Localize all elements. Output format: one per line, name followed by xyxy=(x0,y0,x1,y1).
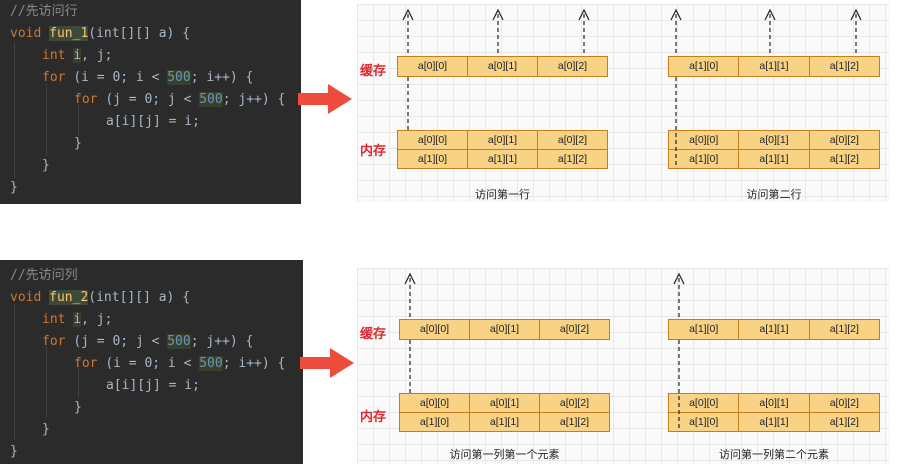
memory-cell: a[0][2] xyxy=(538,131,607,149)
diagram-caption: 访问第一列第二个元素 xyxy=(719,449,829,461)
memory-cell: a[0][2] xyxy=(809,131,879,149)
memory-row: a[1][0] a[1][1] a[1][2] xyxy=(668,412,880,432)
cache-cell: a[0][0] xyxy=(398,57,468,76)
right-arrow-icon xyxy=(300,348,354,378)
diagram-caption: 访问第一行 xyxy=(475,189,530,201)
diagram-caption: 访问第二行 xyxy=(746,189,802,201)
cache-label: 缓存 xyxy=(360,63,387,78)
code-line-decl: int i, j; xyxy=(42,312,113,327)
memory-cell: a[1][1] xyxy=(468,150,538,168)
code-line-inner-for: for (i = 0; i < 500; i++) { xyxy=(74,356,286,371)
cache-cell: a[1][0] xyxy=(669,320,740,339)
arrowhead-icon xyxy=(670,8,682,21)
cache-row: a[0][0] a[0][1] a[0][2] xyxy=(397,56,608,77)
memory-cell: a[1][1] xyxy=(470,413,540,431)
cache-cell: a[0][2] xyxy=(538,57,607,76)
arrowhead-icon xyxy=(402,8,414,21)
memory-cell: a[1][1] xyxy=(739,150,810,168)
cache-cell: a[0][1] xyxy=(468,57,538,76)
memory-cell: a[0][1] xyxy=(739,394,810,412)
arrowhead-icon xyxy=(578,8,590,21)
indent-guide xyxy=(46,346,47,418)
indent-guide xyxy=(14,304,15,440)
cache-cell: a[0][1] xyxy=(470,320,540,339)
code-panel-2: //先访问列 void fun_2(int[][] a) { int i, j;… xyxy=(0,260,303,464)
code-line-signature: void fun_1(int[][] a) { xyxy=(10,26,191,41)
code-line-outer-for: for (j = 0; j < 500; j++) { xyxy=(42,334,254,349)
code-line-body: a[i][j] = i; xyxy=(106,378,200,393)
cache-cell: a[0][2] xyxy=(540,320,609,339)
code-line-comment: //先访问行 xyxy=(10,4,78,19)
memory-cell: a[0][1] xyxy=(739,131,810,149)
code-line-close: } xyxy=(42,158,50,173)
cache-label: 缓存 xyxy=(360,326,387,341)
memory-cell: a[1][0] xyxy=(669,150,740,168)
memory-label: 内存 xyxy=(360,143,387,158)
memory-row: a[0][0] a[0][1] a[0][2] xyxy=(668,393,880,413)
memory-cell: a[1][0] xyxy=(398,150,468,168)
code-line-inner-for: for (j = 0; j < 500; j++) { xyxy=(74,92,286,107)
code-line-decl: int i, j; xyxy=(42,48,113,63)
memory-cell: a[0][1] xyxy=(470,394,540,412)
memory-cell: a[0][0] xyxy=(398,131,468,149)
code-line-body: a[i][j] = i; xyxy=(106,114,200,129)
memory-cell: a[0][0] xyxy=(669,394,740,412)
memory-row: a[1][0] a[1][1] a[1][2] xyxy=(397,149,608,169)
memory-cell: a[0][1] xyxy=(468,131,538,149)
indent-guide xyxy=(78,104,79,136)
arrowhead-icon xyxy=(850,8,862,21)
right-arrow-icon xyxy=(298,84,352,114)
cache-cell: a[1][2] xyxy=(809,57,879,76)
cache-cell: a[0][0] xyxy=(400,320,470,339)
arrowhead-icon xyxy=(673,272,685,285)
cache-cell: a[1][1] xyxy=(739,57,810,76)
code-panel-1: //先访问行 void fun_1(int[][] a) { int i, j;… xyxy=(0,0,301,204)
cache-row: a[1][0] a[1][1] a[1][2] xyxy=(668,319,880,340)
memory-row: a[0][0] a[0][1] a[0][2] xyxy=(397,130,608,150)
memory-row: a[0][0] a[0][1] a[0][2] xyxy=(668,130,880,150)
indent-guide xyxy=(14,42,15,178)
memory-cell: a[0][2] xyxy=(809,394,879,412)
cache-cell: a[1][1] xyxy=(739,320,810,339)
memory-row: a[1][0] a[1][1] a[1][2] xyxy=(668,149,880,169)
memory-cell: a[1][2] xyxy=(538,150,607,168)
code-line-close: } xyxy=(74,400,82,415)
memory-cell: a[1][1] xyxy=(739,413,810,431)
arrowhead-icon xyxy=(764,8,776,21)
code-line-close: } xyxy=(42,422,50,437)
memory-cell: a[1][0] xyxy=(400,413,470,431)
memory-cell: a[1][2] xyxy=(809,413,879,431)
memory-cell: a[1][2] xyxy=(540,413,609,431)
memory-label: 内存 xyxy=(360,409,387,424)
memory-cell: a[0][2] xyxy=(540,394,609,412)
memory-cell: a[1][0] xyxy=(669,413,740,431)
code-line-close: } xyxy=(74,136,82,151)
memory-cell: a[0][0] xyxy=(400,394,470,412)
cache-cell: a[1][0] xyxy=(669,57,740,76)
code-line-signature: void fun_2(int[][] a) { xyxy=(10,290,191,305)
cache-row: a[0][0] a[0][1] a[0][2] xyxy=(399,319,610,340)
indent-guide xyxy=(78,366,79,398)
cache-cell: a[1][2] xyxy=(809,320,879,339)
memory-cell: a[0][0] xyxy=(669,131,740,149)
code-line-comment: //先访问列 xyxy=(10,268,78,283)
diagram-grid xyxy=(357,4,889,202)
memory-cell: a[1][2] xyxy=(809,150,879,168)
arrowhead-icon xyxy=(492,8,504,21)
memory-row: a[1][0] a[1][1] a[1][2] xyxy=(399,412,610,432)
code-line-close: } xyxy=(10,180,18,195)
code-line-outer-for: for (i = 0; i < 500; i++) { xyxy=(42,70,254,85)
diagram-caption: 访问第一列第一个元素 xyxy=(449,449,560,461)
indent-guide xyxy=(46,84,47,156)
cache-row: a[1][0] a[1][1] a[1][2] xyxy=(668,56,880,77)
code-line-close: } xyxy=(10,444,18,459)
arrowhead-icon xyxy=(404,272,416,285)
